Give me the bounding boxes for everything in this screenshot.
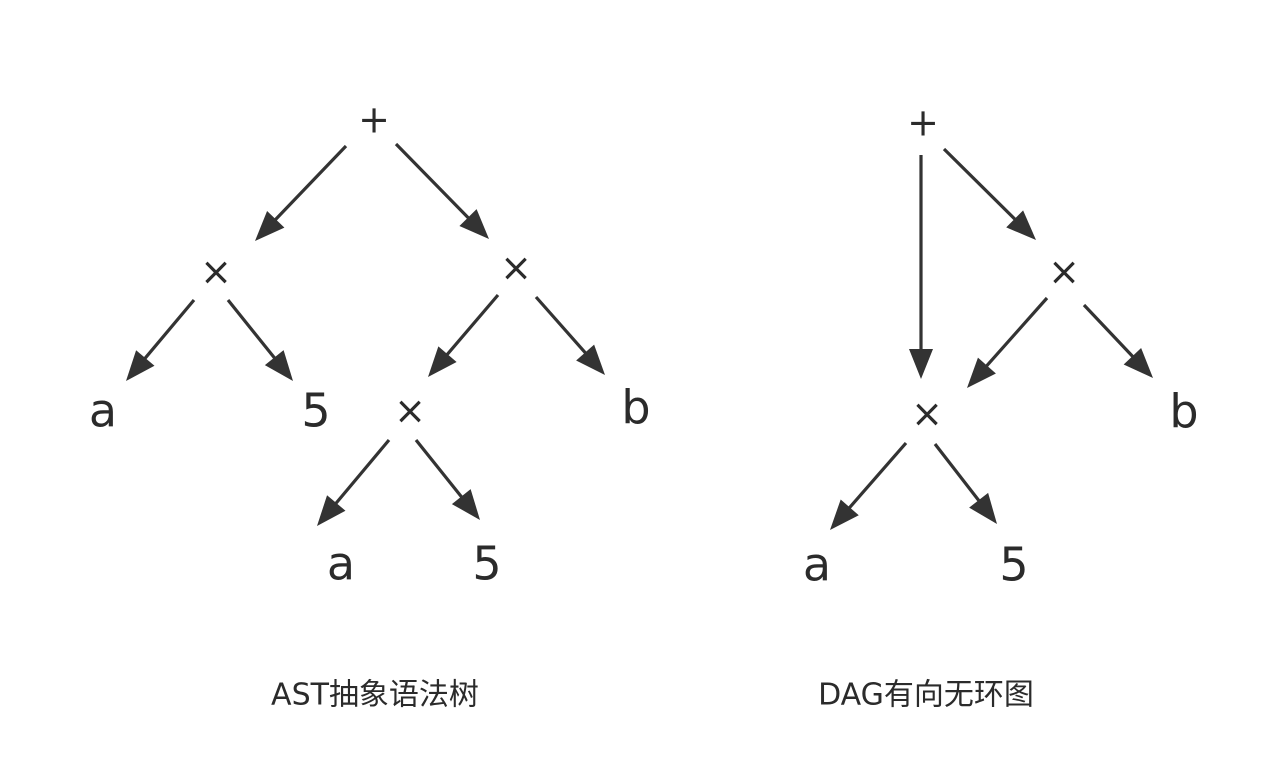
ast-edge-mul-left-to-a <box>126 298 196 381</box>
ast-edge-mul-right-to-b <box>534 295 605 375</box>
ast-node-mul-left: × <box>200 250 232 294</box>
ast-edge-mul-left-to-a-arrowhead <box>126 350 155 381</box>
dag-node-leaf-b: b <box>1169 385 1198 439</box>
ast-edge-mul-inner-to-a-line <box>333 438 391 506</box>
ast-node-leaf-5-top: 5 <box>301 384 330 438</box>
dag-node-leaf-5: 5 <box>999 538 1028 592</box>
ast-node-leaf-b: b <box>621 381 650 435</box>
dag-edge-mul-upper-to-b-arrowhead <box>1123 347 1153 378</box>
dag-caption: DAG有向无环图 <box>818 678 1034 713</box>
ast-edge-mul-left-to-a-line <box>142 298 196 361</box>
ast-edge-plus-to-mul-right <box>394 142 489 239</box>
ast-edge-plus-to-mul-left-line <box>273 144 348 222</box>
dag-edge-mul-lower-to-5-arrowhead <box>969 492 997 524</box>
dag-edge-mul-upper-to-b <box>1082 303 1153 378</box>
ast-node-mul-inner: × <box>394 389 426 433</box>
dag-edge-mul-lower-to-5 <box>933 443 997 524</box>
ast-edge-plus-to-mul-right-line <box>394 142 471 221</box>
ast-edge-mul-right-to-b-line <box>534 295 588 356</box>
dag-edge-mul-lower-to-a <box>830 441 908 530</box>
ast-edge-plus-to-mul-left <box>255 144 348 241</box>
ast-node-leaf-a-top: a <box>89 384 117 438</box>
ast-edge-mul-right-to-mul-inner-line <box>444 293 500 357</box>
ast-edge-mul-left-to-5-line <box>226 298 277 361</box>
dag-node-mul-upper: × <box>1048 250 1080 294</box>
dag-edge-mul-lower-to-a-arrowhead <box>830 499 859 530</box>
ast-edge-mul-left-to-5-arrowhead <box>264 350 293 381</box>
dag-edge-mul-lower-to-a-line <box>847 441 908 510</box>
ast-edge-mul-left-to-5 <box>226 298 293 381</box>
dag-edge-plus-to-mul-lower-arrowhead <box>909 349 933 379</box>
dag-node-mul-lower: × <box>911 392 943 436</box>
dag-edge-plus-to-mul-upper-line <box>942 147 1018 222</box>
dag-graph: + × × b a 5 DAG有向无环图 <box>803 101 1199 713</box>
edges-layer <box>126 142 1153 530</box>
ast-node-root-plus: + <box>358 98 390 142</box>
dag-edge-mul-upper-to-b-line <box>1082 303 1135 359</box>
ast-edge-mul-inner-to-a <box>317 438 391 526</box>
dag-node-root-plus: + <box>907 101 939 145</box>
dag-edge-mul-lower-to-5-line <box>933 443 982 503</box>
ast-caption: AST抽象语法树 <box>271 678 479 713</box>
ast-node-mul-right: × <box>500 246 532 290</box>
dag-edge-plus-to-mul-upper <box>942 147 1036 240</box>
dag-edge-mul-upper-to-mul-lower-arrowhead <box>967 357 996 388</box>
ast-edge-mul-inner-to-5-line <box>414 439 464 500</box>
ast-node-leaf-a-bottom: a <box>327 537 355 591</box>
ast-node-leaf-5-bottom: 5 <box>472 537 501 591</box>
ast-tree: + × × a 5 × b a 5 AST抽象语法树 <box>89 98 651 713</box>
ast-edge-mul-right-to-mul-inner-arrowhead <box>428 346 457 377</box>
dag-edge-plus-to-mul-lower <box>909 155 933 379</box>
dag-edge-mul-upper-to-mul-lower <box>967 296 1049 388</box>
ast-edge-mul-inner-to-a-arrowhead <box>317 495 346 526</box>
ast-edge-mul-right-to-b-arrowhead <box>576 344 605 375</box>
ast-edge-mul-right-to-mul-inner <box>428 293 500 377</box>
ast-edge-plus-to-mul-left-arrowhead <box>255 211 285 241</box>
dag-node-leaf-a: a <box>803 538 831 592</box>
dag-edge-plus-to-mul-upper-arrowhead <box>1006 210 1036 240</box>
ast-edge-mul-inner-to-5-arrowhead <box>451 489 480 520</box>
dag-edge-mul-upper-to-mul-lower-line <box>984 296 1049 369</box>
ast-edge-mul-inner-to-5 <box>414 439 480 520</box>
ast-edge-plus-to-mul-right-arrowhead <box>459 209 489 239</box>
